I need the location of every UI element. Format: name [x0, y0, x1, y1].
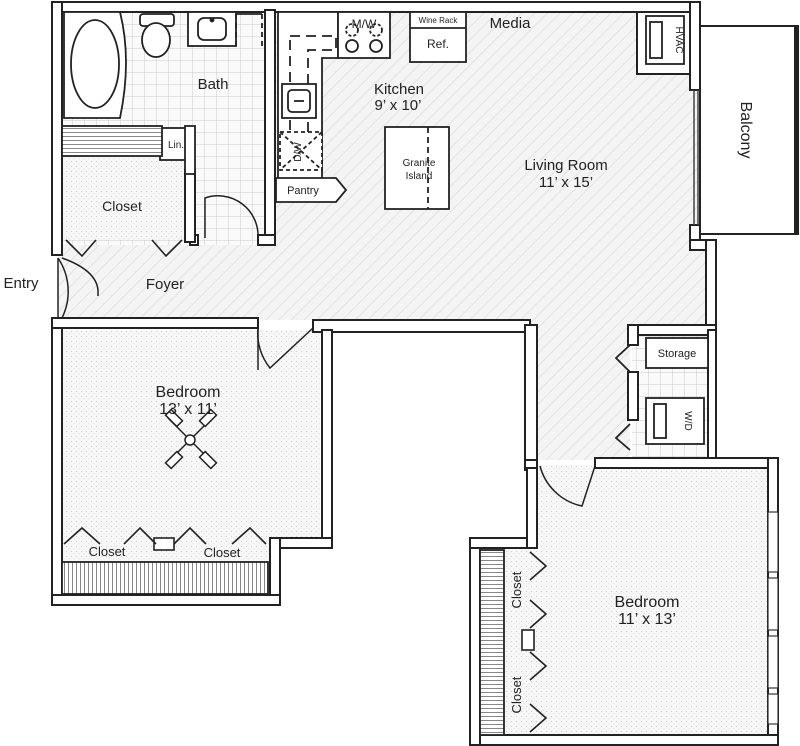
wall-right-lower [705, 239, 717, 331]
wall-foyer-bottom-r [312, 319, 531, 333]
wall-bath-bottom-r [257, 234, 276, 246]
island-label-2: Island [406, 171, 433, 182]
bedroom1-closet-shelf [61, 561, 269, 595]
main-living-floor [58, 10, 712, 460]
bedroom2-size: 11’ x 13’ [618, 611, 676, 628]
bath-label: Bath [198, 76, 229, 93]
island-label-1: Granite [403, 158, 436, 169]
wall-top [52, 1, 701, 13]
storage-unit [614, 337, 709, 373]
fixture-labels: Lin. M/W Wine Rack Ref. HVAC D/W Pantry … [168, 16, 693, 431]
pantry-icon [275, 177, 348, 203]
washer-dryer-label: W/D [682, 411, 693, 430]
bedroom2-door [539, 465, 596, 507]
foyer-label: Foyer [146, 276, 184, 293]
wall-bath-right [264, 9, 276, 246]
storage-label: Storage [658, 348, 697, 360]
dishwasher-icon [279, 131, 323, 171]
bedroom1-closet-right-label: Closet [204, 545, 241, 560]
balcony-label: Balcony [737, 102, 754, 159]
pantry-label: Pantry [287, 185, 319, 197]
wall-b1-bottom [51, 594, 281, 606]
range-icon [337, 11, 391, 59]
entry-label: Entry [3, 275, 39, 292]
wall-b2-left [469, 537, 481, 746]
bedroom2-closet-bottom-label: Closet [509, 676, 524, 713]
wall-b2-jog2 [526, 467, 538, 549]
bedroom2-floor [475, 465, 770, 738]
media-label: Media [490, 15, 532, 32]
linen-wall [184, 125, 196, 175]
toilet-icon [139, 13, 175, 58]
bedroom1-closets [61, 526, 269, 595]
ceiling-fan-icon [164, 408, 218, 470]
foyer-closet-floor [62, 150, 187, 240]
wall-right-mid [689, 224, 701, 241]
wall-foyer-bottom [51, 317, 259, 329]
wall-laundry-left [627, 324, 639, 346]
living-label: Living Room [524, 157, 607, 174]
hvac-icon [645, 15, 685, 65]
floor-fills [58, 10, 770, 738]
bedroom1-label: Bedroom [156, 384, 221, 401]
wall-laundry-top [627, 324, 717, 336]
fridge-label: Ref. [427, 37, 449, 51]
bedroom2-closet-shelf [479, 549, 505, 736]
wall-b1-right [321, 329, 333, 549]
wall-left-upper [51, 1, 63, 256]
bedroom2-closets [479, 549, 548, 736]
wall-laundry-right [707, 329, 717, 466]
bedroom1-closet-left-label: Closet [89, 544, 126, 559]
living-size: 11’ x 15’ [539, 174, 593, 191]
room-labels: Bath Kitchen 9’ x 10’ Media Living Room … [3, 15, 754, 713]
bath-fixtures [63, 11, 263, 119]
bedroom2-closet-top-label: Closet [509, 571, 524, 608]
foyer-closet-doors [65, 239, 183, 258]
wall-right-top [689, 1, 701, 91]
entry-door [57, 257, 99, 319]
bedroom2-label: Bedroom [615, 594, 680, 611]
kitchen-fixtures [275, 11, 467, 210]
hvac-label: HVAC [673, 26, 684, 53]
wall-b2-bottom [469, 734, 779, 746]
wall-left-lower [51, 317, 63, 606]
fridge-icon [409, 11, 467, 63]
wall-living-right-lower [524, 324, 538, 471]
foyer-closet-shelf [61, 125, 163, 157]
bedroom1-size: 13’ x 11’ [159, 401, 217, 418]
granite-island-icon [384, 126, 450, 210]
balcony [693, 25, 799, 235]
wall-b2-top-r [594, 457, 779, 469]
bedroom1-door [256, 327, 314, 370]
wall-laundry-left2 [627, 371, 639, 421]
kitchen-sink-icon [281, 83, 317, 119]
bath-sink-icon [187, 11, 237, 47]
linen-label: Lin. [168, 140, 184, 151]
kitchen-label: Kitchen [374, 81, 424, 98]
microwave-label: M/W [352, 17, 377, 31]
foyer-closet-label: Closet [102, 198, 142, 214]
bath-door-swing [204, 195, 259, 239]
wine-rack-label: Wine Rack [419, 16, 459, 25]
kitchen-size: 9’ x 10’ [375, 97, 422, 114]
dishwasher-label: D/W [293, 142, 304, 162]
wall-bath-left-lower [184, 169, 196, 243]
bedroom1-floor [62, 330, 320, 598]
bedroom2-windows [767, 511, 779, 725]
washer-dryer-icon [614, 397, 705, 451]
